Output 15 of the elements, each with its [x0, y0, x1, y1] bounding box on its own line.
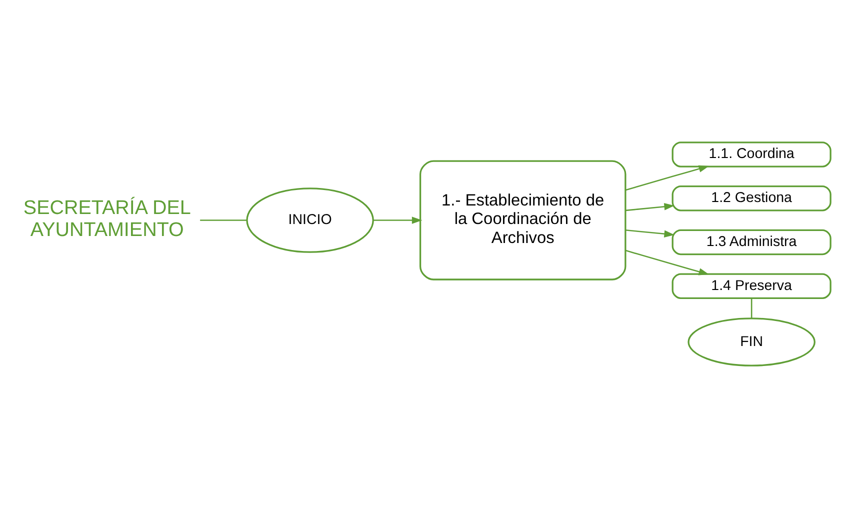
node-ellipse: FIN — [687, 317, 815, 366]
arrow — [625, 202, 674, 211]
arrow — [625, 228, 674, 237]
node-box: 1.3 Administra — [671, 228, 831, 255]
node-box: 1.- Establecimiento de la Coordinación de Archivos — [418, 160, 626, 280]
node-text: SECRETARÍA DEL AYUNTAMIENTO — [22, 196, 190, 241]
node-box: 1.1. Coordina — [671, 141, 831, 167]
arrow — [372, 216, 422, 224]
connector — [200, 219, 246, 220]
connector — [750, 298, 752, 318]
node-box: 1.2 Gestiona — [671, 184, 831, 211]
arrow — [624, 249, 709, 275]
node-box: 1.4 Preserva — [671, 272, 831, 298]
node-ellipse: INICIO — [246, 187, 374, 252]
arrow — [624, 164, 709, 190]
